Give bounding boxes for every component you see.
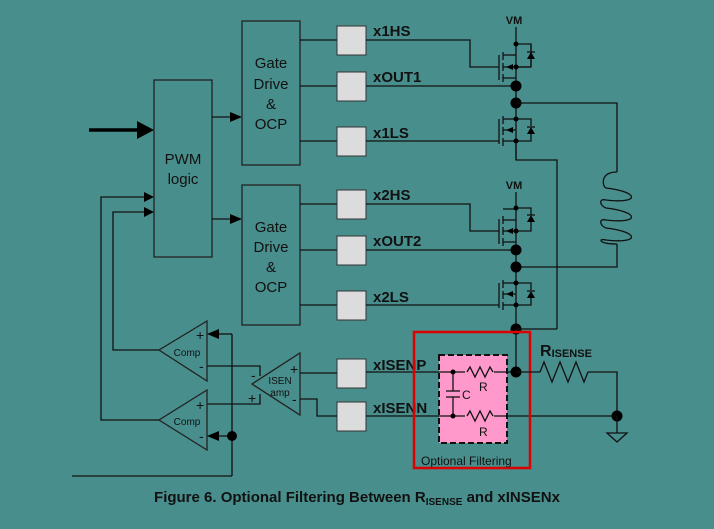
pwm-to-gate-arrows [212,112,242,224]
isen-amp-out-plus: + [248,390,256,406]
filter-box [438,354,508,444]
comparator-2: Comp + - [100,192,237,452]
comp2-minus: - [199,428,204,444]
pwm-label-1: PWM [165,151,202,168]
half-bridge-2 [498,192,557,372]
isen-amp-minus: - [292,391,297,407]
filter-resistor-top [466,365,494,379]
comp1-minus: - [199,358,204,374]
filter-r-bottom-label: R [479,425,488,439]
pad-xout1 [336,71,367,102]
isen-amplifier: ISEN amp + - - + [207,351,337,417]
pin-label-x1hs: x1HS [373,23,411,40]
isen-amp-label-1: ISEN [268,376,291,387]
comp1-plus: + [196,327,204,343]
gate1-label-2: Drive [253,76,288,93]
gate1-label-1: Gate [255,55,288,72]
pad-xout2 [336,235,367,266]
rsense-label-main: R [540,343,552,360]
vm-label-2: VM [506,180,523,192]
gate1-label-4: OCP [255,116,288,133]
gate1-label-3: & [266,96,276,113]
gate-pad-wires [300,39,337,306]
isen-amp-label-2: amp [270,388,290,399]
motor-inductor [516,171,632,268]
isen-amp-out-minus: - [251,367,256,383]
pad-x2ls [336,290,367,321]
comparator-1: Comp + - [112,207,233,476]
mosfet-low-side-1 [498,116,535,146]
rsense-label-sub: ISENSE [552,348,592,360]
gate2-label-3: & [266,259,276,276]
pin-label-xout1: xOUT1 [373,69,421,86]
pin-label-x2hs: x2HS [373,187,411,204]
pin-label-x2ls: x2LS [373,289,409,306]
mosfet-high-side-2 [498,205,535,246]
pad-xisenn [336,401,367,432]
rsense-resistor: RISENSE [516,343,618,416]
filter-r-top-label: R [479,380,488,394]
pwm-logic-block: PWM logic [153,79,213,258]
caption-prefix: Figure 6. Optional Filtering Between R [154,489,426,506]
gate-drive-1-block: Gate Drive & OCP [241,20,301,166]
isen-amp-plus: + [290,361,298,377]
caption-suffix: and xINSENx [462,489,560,506]
comp2-plus: + [196,397,204,413]
pad-x2hs [336,189,367,220]
pin-labels: x1HS xOUT1 x1LS x2HS xOUT2 x2LS xISENP x… [373,23,427,417]
filter-label: Optional Filtering [421,454,512,468]
pwm-label-2: logic [168,171,199,188]
rsense-label: RISENSE [540,343,592,360]
vm-label-1: VM [506,15,523,27]
gate2-label-1: Gate [255,219,288,236]
pad-fet-wires [366,39,516,306]
out1-to-inductor-wire [516,102,618,172]
optional-filter: R R C Optional Filtering [366,330,617,470]
half-bridge-1 [498,27,558,329]
gate2-label-4: OCP [255,279,288,296]
comp1-label: Comp [174,348,201,359]
mosfet-low-side-2 [498,280,535,310]
caption-sub: ISENSE [425,497,463,508]
pads [336,25,367,432]
pin-label-xisenn: xISENN [373,400,427,417]
pad-xisenp [336,358,367,389]
filter-capacitor [446,369,460,419]
comp2-label: Comp [174,417,201,428]
figure-caption: Figure 6. Optional Filtering Between RIS… [0,489,714,508]
ground-symbol [605,410,629,443]
pin-label-x1ls: x1LS [373,125,409,142]
pad-x1ls [336,126,367,157]
pad-x1hs [336,25,367,56]
filter-resistor-bottom [466,409,494,423]
pwm-input-arrow [89,121,154,139]
mosfet-high-side-1 [498,41,535,82]
gate-drive-2-block: Gate Drive & OCP [241,184,301,326]
pin-label-xout2: xOUT2 [373,233,421,250]
filter-c-label: C [462,388,471,402]
filter-highlight-border [412,330,532,470]
gate2-label-2: Drive [253,239,288,256]
